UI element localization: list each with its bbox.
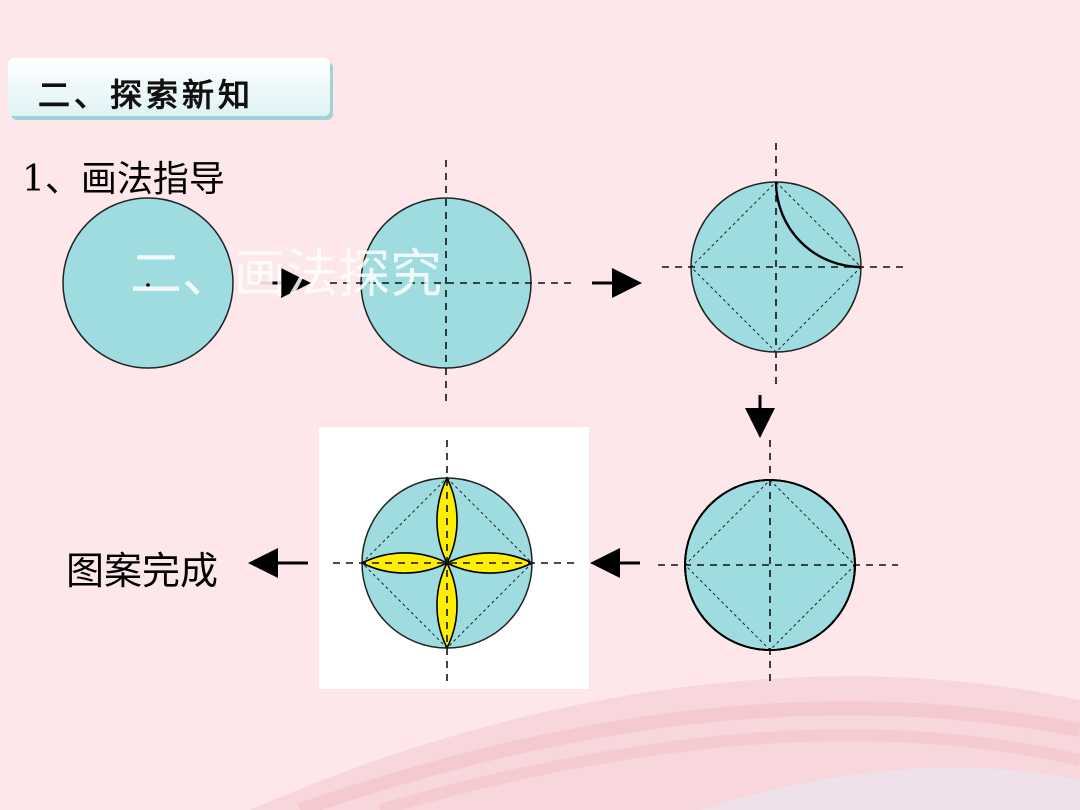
- step-3-circle-with-square-and-arc: [662, 143, 904, 386]
- completion-label: 图案完成: [66, 549, 219, 593]
- watermark-text: 二、画法探究: [130, 245, 443, 305]
- step-2-circle-with-axes: [330, 160, 572, 402]
- section-title: 二、探索新知: [38, 76, 255, 114]
- center-dot: [146, 283, 150, 287]
- step-1-circle-with-center: [62, 197, 234, 369]
- subtitle: 1、画法指导: [22, 159, 225, 200]
- step-5-finished-pattern: [333, 440, 575, 682]
- step-4-circle-with-four-petals: [658, 440, 898, 682]
- section-title-box: [8, 58, 330, 116]
